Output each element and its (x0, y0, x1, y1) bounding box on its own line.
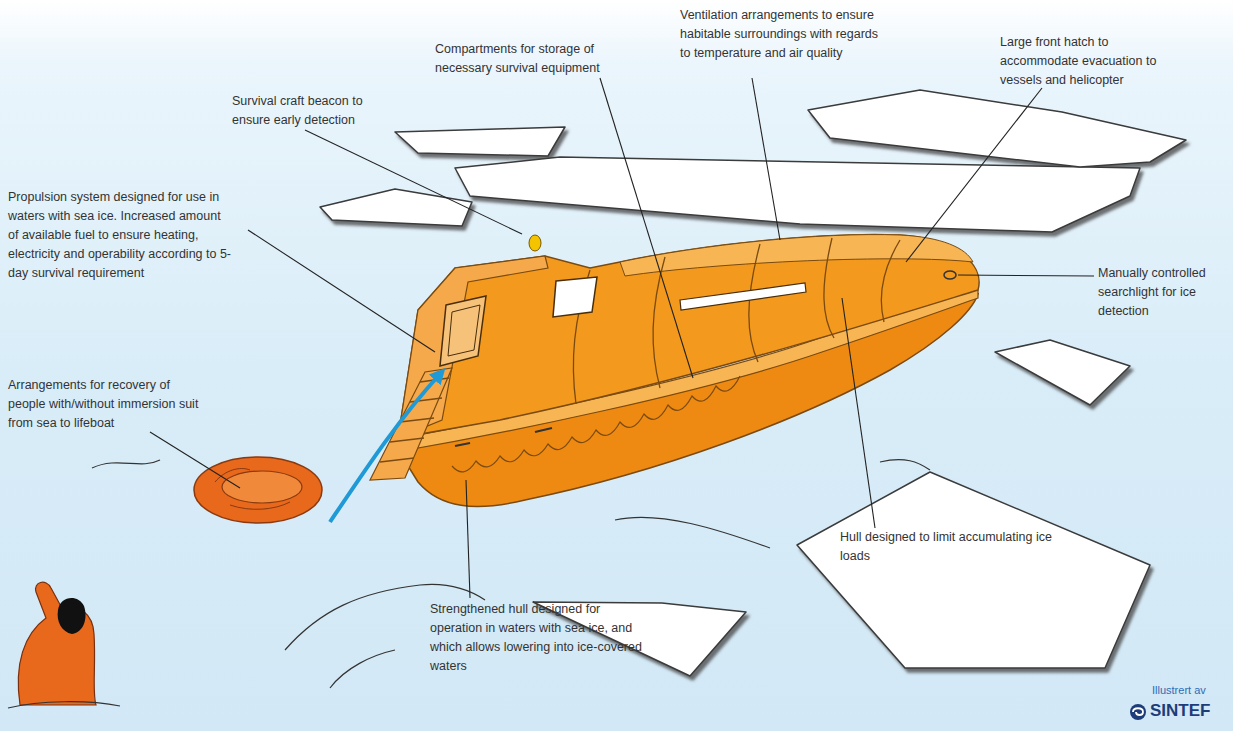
water-line (8, 702, 120, 708)
logo-swirl (1133, 708, 1143, 715)
canopy-roof (620, 235, 973, 276)
ice-floe (995, 340, 1130, 405)
leader-line (150, 432, 240, 488)
canopy-rib (749, 244, 760, 362)
callout-text: Large front hatch to accommodate evacuat… (1000, 33, 1165, 90)
ice-floe (395, 127, 565, 156)
node-outline (795, 470, 1155, 670)
callout-text: Arrangements for recovery of people with… (8, 376, 203, 433)
water-line (880, 460, 930, 470)
callout-text: Propulsion system designed for use in wa… (8, 188, 232, 283)
canopy-rib (824, 238, 834, 338)
leader-line (248, 230, 435, 352)
credit-text: Illustrert av (1152, 683, 1232, 697)
front-hatch (881, 240, 900, 322)
leader-line (600, 78, 693, 378)
survival-beacon (529, 235, 541, 251)
callout-text: Survival craft beacon to ensure early de… (232, 92, 392, 130)
callout-text: Compartments for storage of necessary su… (435, 40, 625, 78)
window-slot (680, 283, 806, 310)
ladder-step (390, 438, 424, 442)
ice-floe (455, 157, 1140, 232)
hull-dash (535, 428, 552, 432)
callout-text: Manually controlled searchlight for ice … (1098, 264, 1230, 321)
leader-line (958, 275, 1094, 276)
hull-dash (455, 443, 470, 446)
leader-line (305, 130, 522, 234)
water-line (330, 650, 395, 688)
sling-fold (215, 469, 290, 510)
side-window (553, 277, 597, 317)
rescue-sling-inner (222, 471, 302, 503)
boarding-ladder (370, 368, 452, 480)
ice-floe (808, 90, 1186, 167)
credit-text: SINTEF (1150, 701, 1232, 721)
stern-window (440, 296, 486, 366)
water-line (92, 460, 160, 468)
lifeboat-canopy (398, 235, 979, 438)
ice-floe (320, 189, 472, 226)
canopy-rib (653, 257, 665, 388)
window-frame (448, 305, 480, 356)
person-survival-suit (18, 582, 96, 705)
searchlight (944, 271, 956, 279)
person-hood (58, 598, 86, 634)
ladder-step (380, 458, 414, 462)
rescue-sling (194, 457, 322, 523)
logo-mark (1130, 704, 1146, 720)
callout-text: Strengthened hull designed for operation… (430, 600, 644, 676)
callout-text: Hull designed to limit accumulating ice … (840, 528, 1055, 566)
boarding-arrow (330, 374, 440, 522)
leader-line (842, 298, 875, 528)
leader-line (906, 88, 1042, 262)
water-line (615, 517, 770, 548)
leader-line (752, 78, 780, 240)
ice-floe-node: Hull designed to limit accumulating ice … (795, 470, 1155, 670)
leader-line (466, 480, 470, 598)
ice-floe-shape (797, 472, 1150, 668)
callout-text: Ventilation arrangements to ensure habit… (680, 6, 890, 63)
